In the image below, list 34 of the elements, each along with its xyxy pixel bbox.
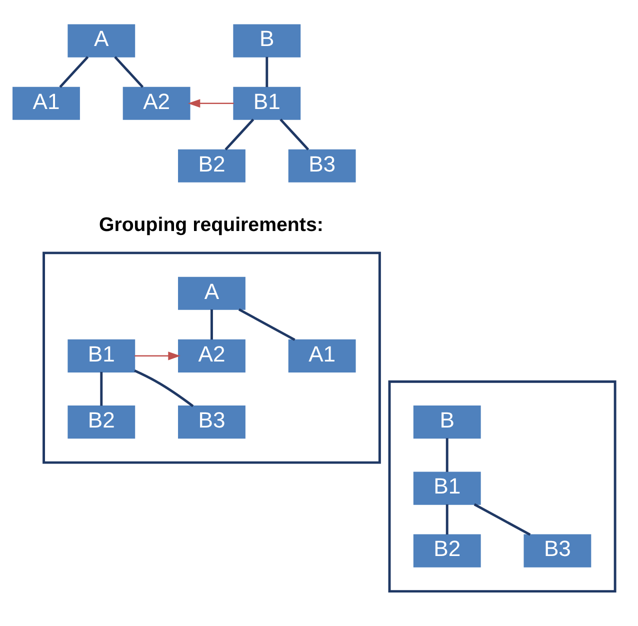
connector	[266, 56, 268, 88]
node-box: A	[68, 24, 136, 58]
node-box: B3	[524, 534, 592, 568]
connector	[114, 56, 144, 88]
node-box: B2	[68, 406, 136, 439]
node-box: B1	[68, 339, 136, 372]
node-box: B1	[233, 86, 301, 120]
connector	[210, 309, 213, 340]
node-box: B1	[413, 472, 481, 505]
node-box: B3	[178, 406, 246, 439]
arrow	[188, 99, 234, 108]
node-box: B3	[288, 149, 356, 182]
connector	[59, 56, 89, 88]
node-box: B2	[413, 534, 481, 568]
connector	[224, 118, 254, 150]
node-box: A	[178, 276, 246, 310]
connector	[446, 438, 448, 472]
node-box: A2	[178, 339, 246, 372]
node-box: B	[413, 406, 481, 439]
connector	[134, 370, 194, 408]
node-box: A1	[12, 86, 80, 120]
connector	[280, 118, 310, 150]
cluster	[42, 252, 381, 464]
connector	[446, 504, 448, 535]
connector	[238, 308, 296, 341]
arrow	[134, 352, 180, 360]
node-box: A2	[122, 86, 190, 120]
node-box: B	[233, 24, 301, 58]
node-box: B2	[178, 149, 246, 182]
cluster	[388, 380, 616, 593]
connector	[474, 503, 531, 536]
label: Grouping requirements:	[98, 214, 324, 236]
connector	[100, 372, 103, 406]
node-box: A1	[288, 339, 356, 372]
